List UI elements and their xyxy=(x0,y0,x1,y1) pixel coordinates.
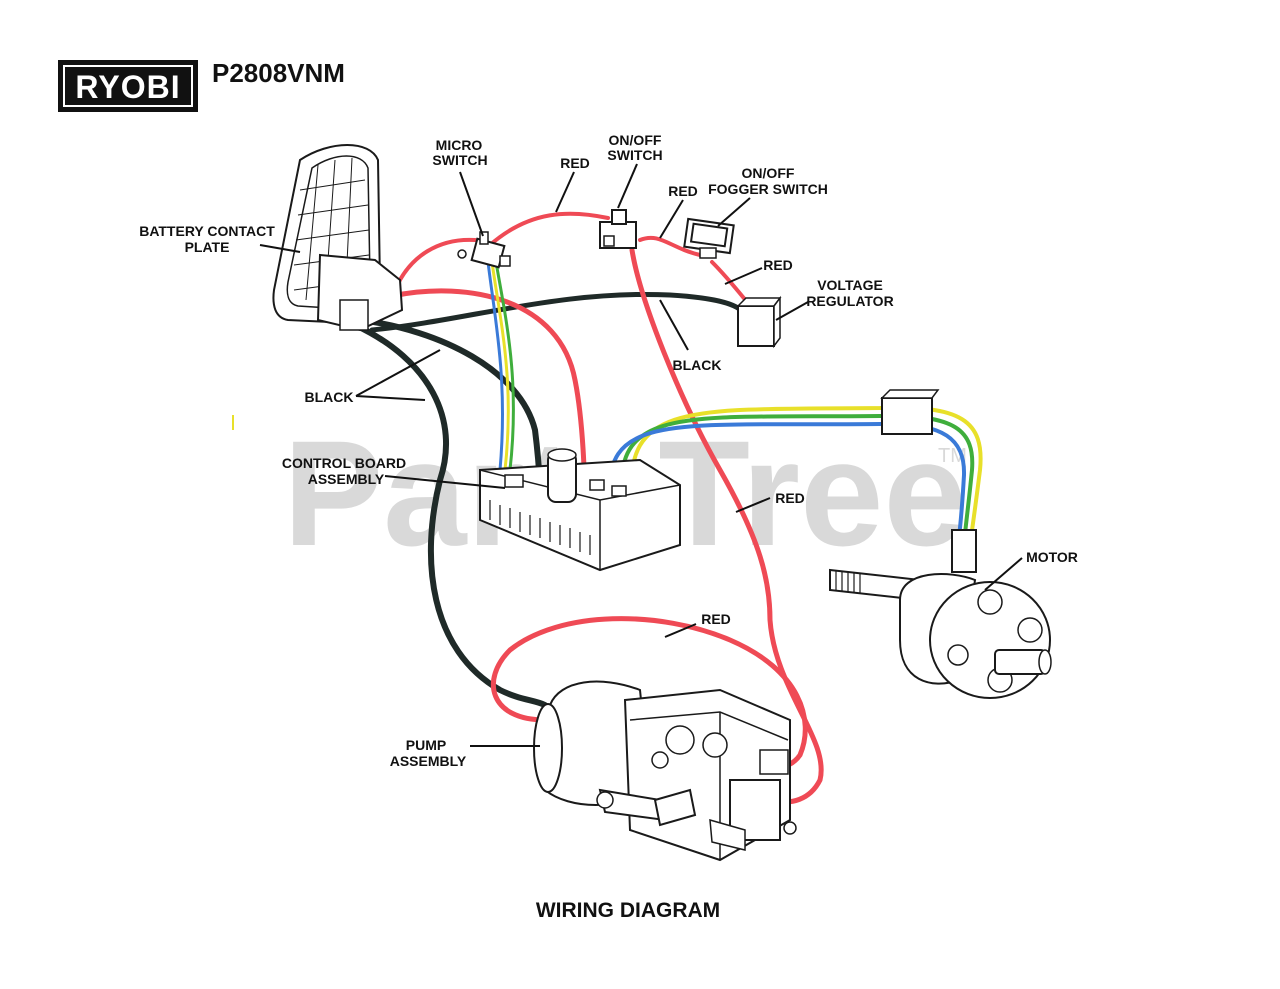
voltage-regulator xyxy=(736,295,782,349)
motor xyxy=(829,529,1052,699)
label-control-board-assembly-line2: ASSEMBLY xyxy=(308,471,385,487)
label-black-1: BLACK xyxy=(305,389,354,405)
wire-red-battery-to-micro-switch xyxy=(393,237,477,292)
battery-contact-plate xyxy=(272,144,404,332)
leader-lines xyxy=(259,163,1023,747)
ryobi-logo-text: RYOBI xyxy=(75,69,180,105)
label-voltage-regulator-line1: VOLTAGE xyxy=(817,277,883,293)
label-motor: MOTOR xyxy=(1026,549,1078,565)
label-red-2: RED xyxy=(668,183,698,199)
on-off-switch xyxy=(599,209,637,249)
label-micro-switch-line1: MICRO xyxy=(436,137,483,153)
on-off-fogger-switch xyxy=(683,217,735,259)
micro-switch xyxy=(457,231,511,269)
wire-yellow-micro-to-board xyxy=(490,260,510,472)
control-board-assembly xyxy=(479,448,681,572)
label-on-off-fogger-switch-line1: ON/OFF xyxy=(742,165,795,181)
model-number: P2808VNM xyxy=(212,58,345,88)
label-on-off-fogger-switch-line2: FOGGER SWITCH xyxy=(708,181,828,197)
wire-black-to-regulator xyxy=(369,291,748,333)
wire-blue-micro-to-board xyxy=(486,260,504,472)
label-black-2: BLACK xyxy=(673,357,722,373)
label-red-5: RED xyxy=(701,611,731,627)
label-red-1: RED xyxy=(560,155,590,171)
label-battery-contact-plate-line2: PLATE xyxy=(185,239,230,255)
label-battery-contact-plate-line1: BATTERY CONTACT xyxy=(139,223,275,239)
label-micro-switch-line2: SWITCH xyxy=(432,152,487,168)
ryobi-logo: RYOBI xyxy=(58,60,198,112)
label-red-3: RED xyxy=(763,257,793,273)
label-pump-assembly-line2: ASSEMBLY xyxy=(390,753,467,769)
wire-red-pump-loop xyxy=(491,616,808,773)
wire-green-micro-to-board xyxy=(494,260,515,472)
label-pump-assembly-line1: PUMP xyxy=(406,737,446,753)
wire-red-micro-to-onoff xyxy=(488,211,610,247)
motor-connector xyxy=(880,389,940,435)
wire-red-onoff-to-fogger xyxy=(638,235,702,257)
label-on-off-switch-line2: SWITCH xyxy=(607,147,662,163)
label-on-off-switch-line1: ON/OFF xyxy=(609,132,662,148)
wire-black-to-pump xyxy=(352,322,548,708)
diagram-title: WIRING DIAGRAM xyxy=(536,899,720,922)
part-labels: BATTERY CONTACT PLATE MICRO SWITCH RED O… xyxy=(139,132,1078,769)
wire-red-onoff-to-pump xyxy=(629,247,824,805)
label-control-board-assembly-line1: CONTROL BOARD xyxy=(282,455,406,471)
label-red-4: RED xyxy=(775,490,805,506)
pump-assembly xyxy=(533,680,797,862)
label-voltage-regulator-line2: REGULATOR xyxy=(806,293,893,309)
